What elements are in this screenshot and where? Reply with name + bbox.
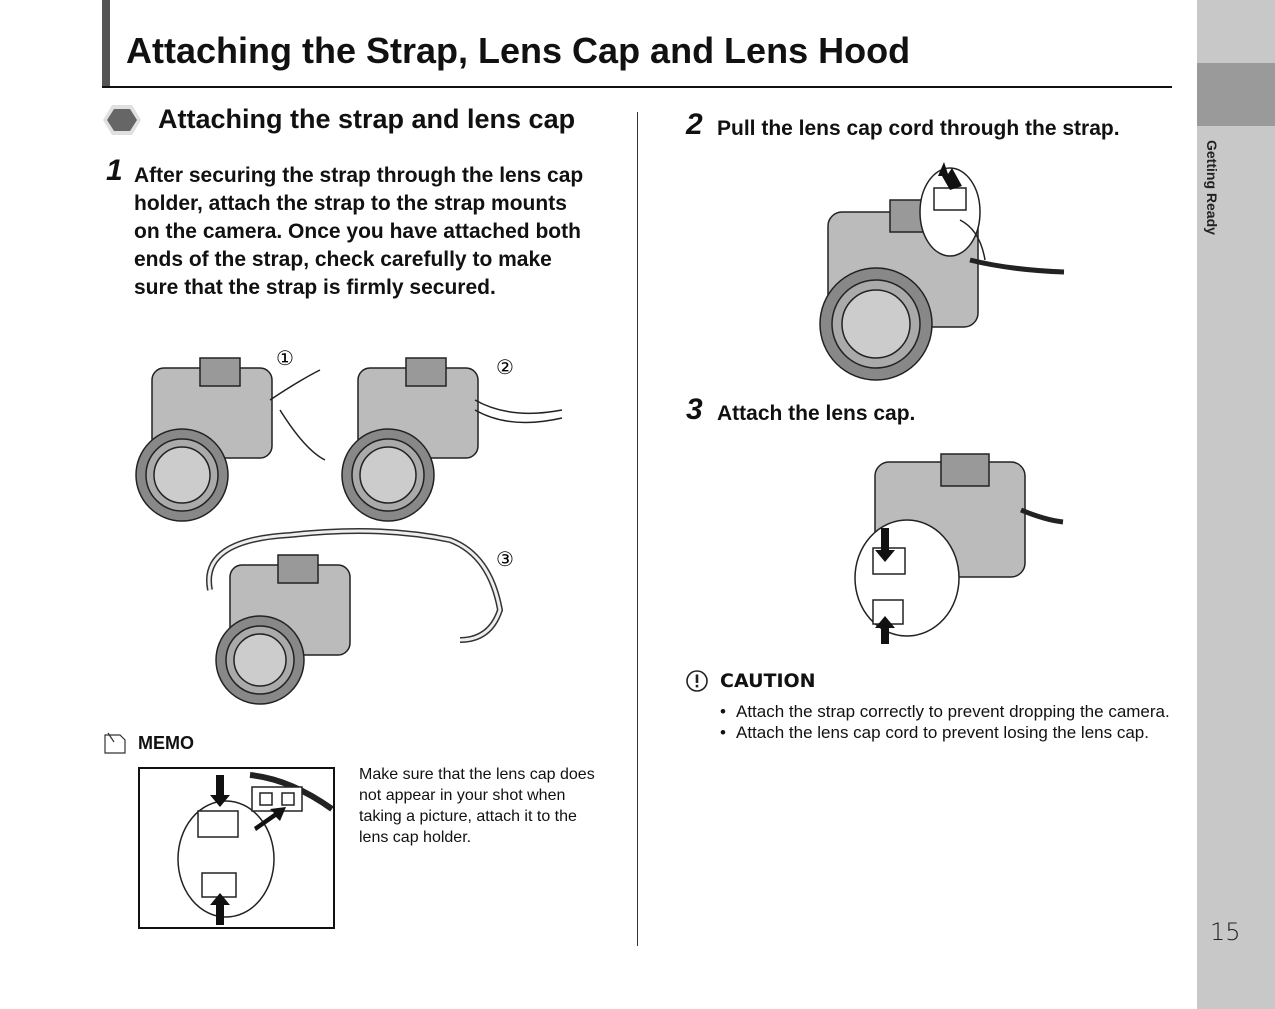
memo-label: MEMO [138,733,194,753]
memo-icon [104,732,126,754]
memo-illustration [138,767,335,929]
page-title: Attaching the Strap, Lens Cap and Lens H… [126,30,911,71]
column-divider [637,112,638,946]
step-1-number: 1 [106,154,123,187]
title-accent-bar [102,0,110,88]
side-tab-label-wrap: Getting Ready [1198,140,1224,250]
memo-text: Make sure that the lens cap does not app… [359,766,595,846]
step-3-text: Attach the lens cap. [717,402,916,425]
attach-lens-cap-illustration [854,453,1064,644]
strap-attach-illustration: ① ② ③ [135,346,563,705]
side-tab [1197,0,1275,1009]
step-2-number: 2 [686,108,703,141]
title-underline [102,86,1172,88]
caution-icon [686,670,708,692]
figure-label-1: ① [276,346,294,370]
lens-cap-holder-illustration [177,772,334,925]
caution-item: Attach the lens cap cord to prevent losi… [720,723,1180,743]
step-3-number: 3 [686,393,703,426]
step-1-text: After securing the strap through the len… [134,164,584,299]
section-title: Attaching the strap and lens cap [158,104,576,134]
side-tab-marker [1197,63,1275,126]
step-2-text: Pull the lens cap cord through the strap… [717,117,1120,140]
lens-cap-cord-illustration [819,162,1065,381]
caution-list: Attach the strap correctly to prevent dr… [720,702,1180,744]
caution-label: CAUTION [720,670,816,692]
page-number: 15 [1210,918,1241,946]
figure-label-3: ③ [496,547,514,571]
figure-label-2: ② [496,355,514,379]
hexagon-icon [103,105,141,135]
side-tab-label: Getting Ready [1204,140,1220,235]
caution-item: Attach the strap correctly to prevent dr… [720,702,1180,722]
